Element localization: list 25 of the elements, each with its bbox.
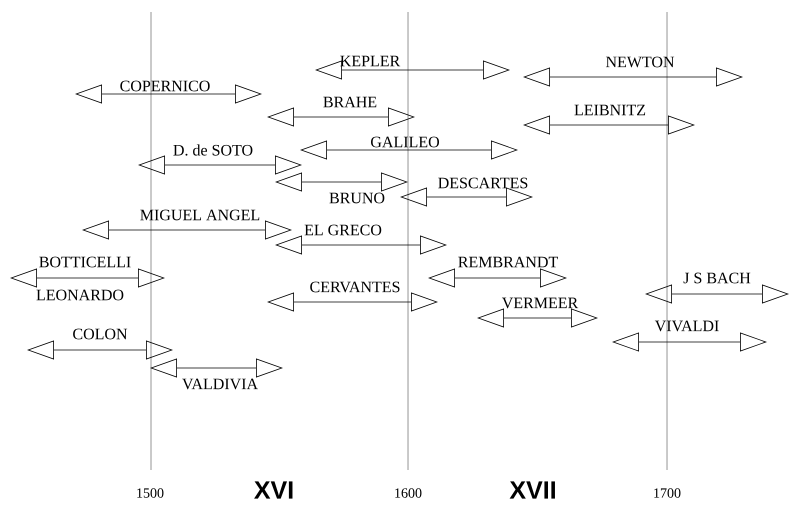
name-label: VALDIVIA	[182, 378, 258, 390]
name-label: VERMEER	[502, 298, 578, 308]
name-label: GALILEO	[371, 136, 439, 148]
century-label: XVII	[510, 481, 555, 499]
name-label: J S BACH	[684, 272, 750, 284]
name-label: KEPLER	[340, 56, 400, 66]
name-label: BRUNO	[329, 192, 384, 204]
name-label: CERVANTES	[310, 282, 400, 292]
name-label: COPERNICO	[120, 80, 210, 92]
name-label: LEIBNITZ	[574, 104, 646, 116]
name-label: COLON	[73, 328, 128, 340]
year-label: 1500	[137, 488, 164, 498]
name-label: MIGUEL ANGEL	[140, 210, 260, 220]
name-label: D. de SOTO	[173, 144, 252, 156]
name-label: NEWTON	[606, 56, 674, 68]
name-label: EL GRECO	[304, 224, 382, 236]
name-label: BOTTICELLI	[39, 256, 131, 268]
year-label: 1700	[654, 488, 680, 498]
name-label: LEONARDO	[36, 290, 124, 300]
name-label: REMBRANDT	[458, 256, 558, 268]
name-label: VIVALDI	[654, 320, 719, 332]
name-label: BRAHE	[323, 96, 376, 108]
century-label: XVI	[254, 481, 292, 499]
year-label: 1600	[395, 488, 422, 498]
name-label: DESCARTES	[438, 178, 528, 188]
